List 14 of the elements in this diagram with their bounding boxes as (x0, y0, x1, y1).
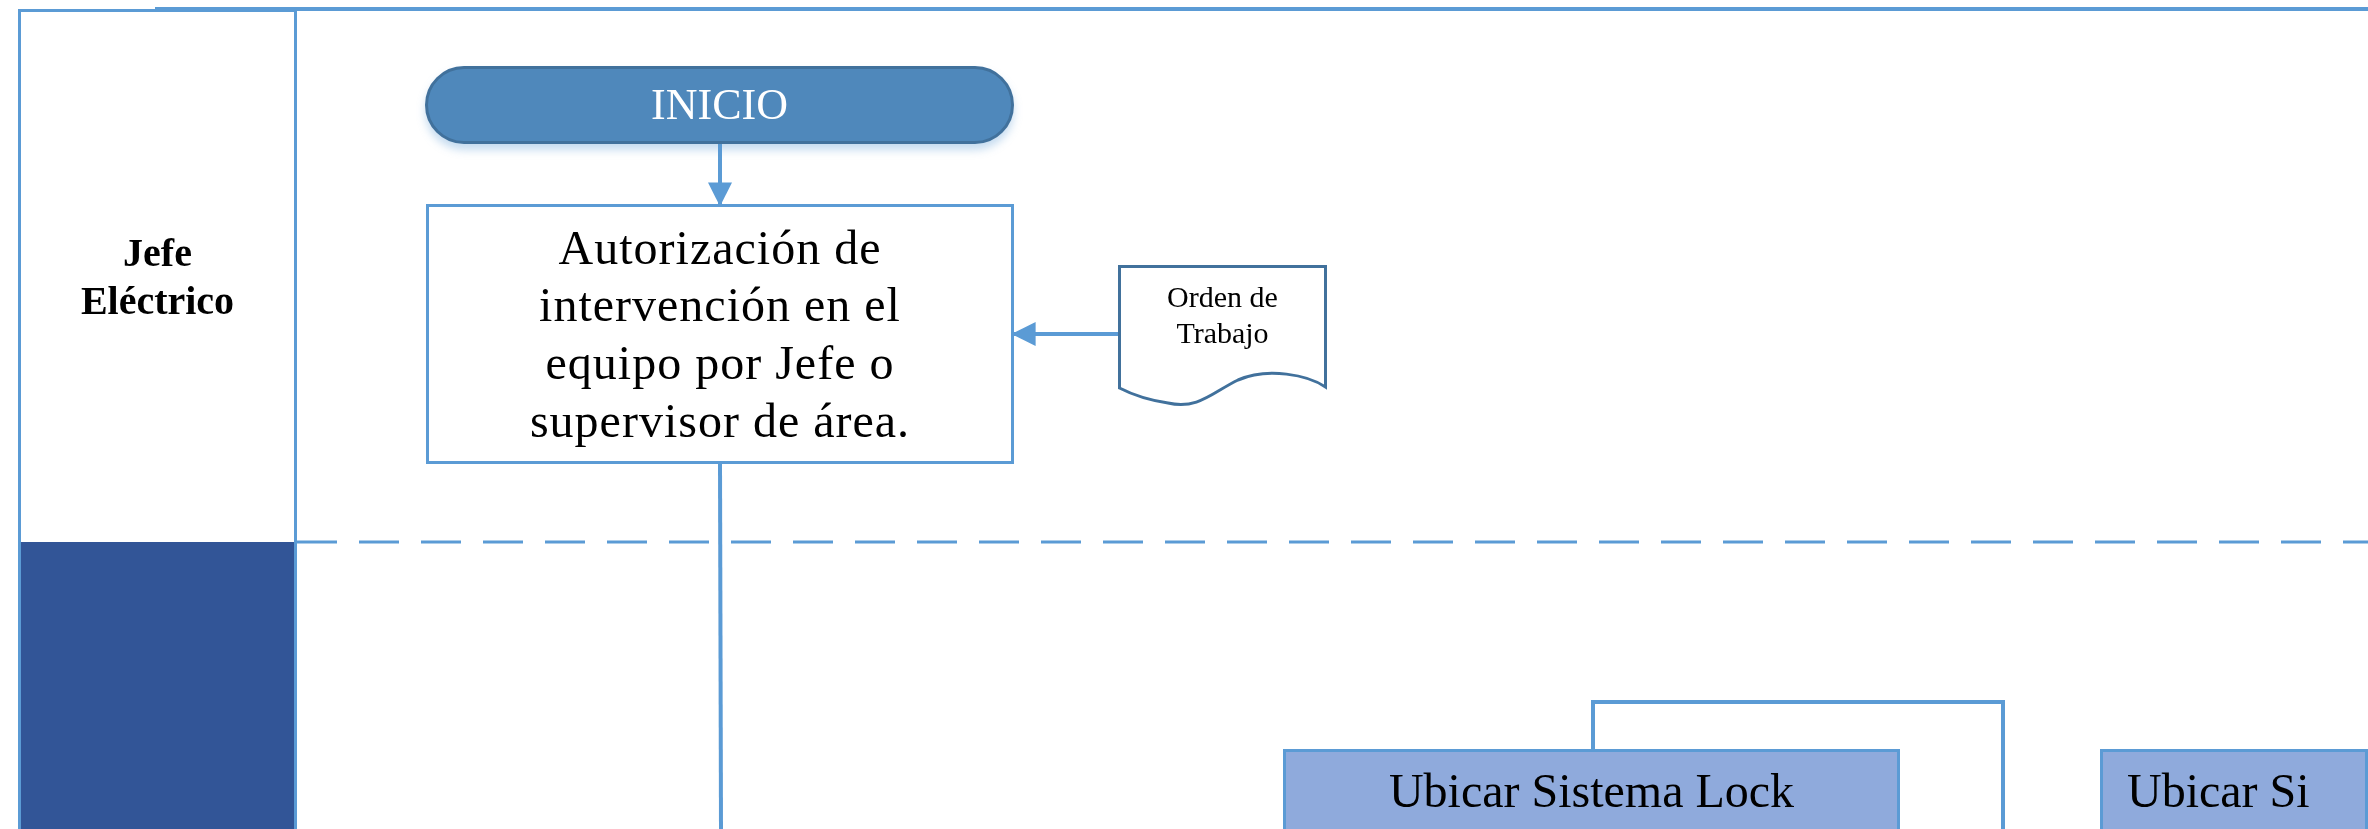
step-label: Ubicar Sistema Lock (1388, 763, 1795, 819)
connector-line (1591, 700, 2005, 829)
connector-line (718, 464, 723, 829)
document-label: Orden de Trabajo (1166, 279, 1279, 351)
step-label: Ubicar Si (2127, 763, 2310, 819)
lane-title: Jefe Eléctrico (79, 229, 236, 325)
lane-header (18, 542, 297, 829)
process-box (1283, 749, 1900, 829)
start-terminal (425, 66, 1014, 144)
document-shape (1118, 265, 1327, 405)
step-label: INICIO (651, 78, 788, 131)
step-label: Autorización de intervención en el equipo por Jefe o supervisor de área. (528, 219, 912, 449)
process-box (2100, 749, 2368, 829)
process-box (426, 204, 1014, 464)
